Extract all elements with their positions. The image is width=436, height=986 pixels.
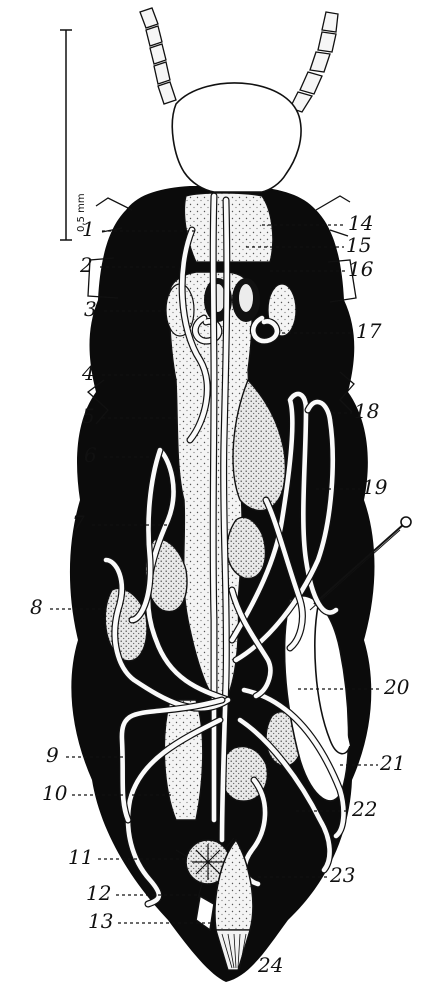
- svg-text:24: 24: [257, 953, 283, 977]
- svg-text:4: 4: [81, 361, 95, 385]
- label-24: 24: [257, 953, 283, 977]
- svg-text:7: 7: [72, 511, 85, 535]
- svg-text:9: 9: [46, 743, 59, 767]
- svg-text:8: 8: [30, 595, 43, 619]
- svg-text:23: 23: [329, 863, 355, 887]
- svg-text:14: 14: [348, 211, 373, 235]
- svg-text:16: 16: [348, 257, 374, 281]
- svg-text:21: 21: [379, 751, 405, 775]
- svg-text:1: 1: [82, 217, 95, 241]
- svg-text:13: 13: [88, 909, 113, 933]
- head-capsule: [172, 83, 301, 192]
- svg-text:10: 10: [42, 781, 68, 805]
- scale-bar: 0,5 mm: [60, 30, 87, 240]
- svg-text:19: 19: [362, 475, 388, 499]
- svg-text:17: 17: [356, 319, 382, 343]
- svg-text:20: 20: [383, 675, 410, 699]
- svg-text:6: 6: [84, 443, 97, 467]
- svg-text:2: 2: [79, 253, 93, 277]
- svg-text:3: 3: [84, 297, 97, 321]
- svg-text:5: 5: [82, 404, 95, 428]
- svg-text:15: 15: [346, 233, 371, 257]
- svg-text:12: 12: [86, 881, 111, 905]
- svg-text:22: 22: [351, 797, 377, 821]
- svg-text:11: 11: [68, 845, 93, 869]
- svg-text:18: 18: [354, 399, 379, 423]
